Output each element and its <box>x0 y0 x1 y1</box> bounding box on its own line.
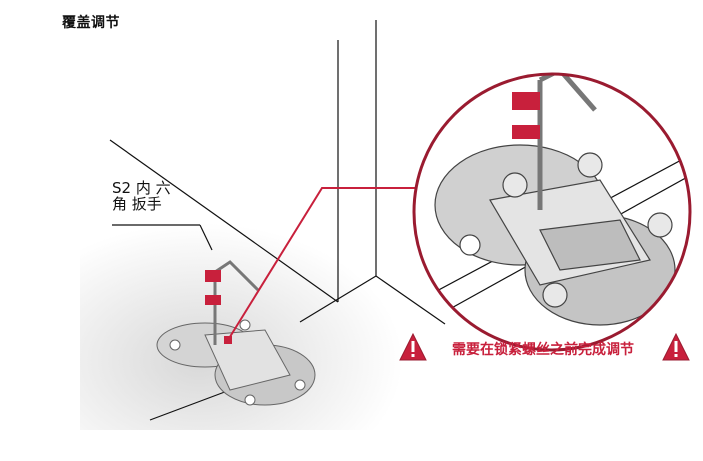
small-hinge <box>156 260 316 406</box>
rotate-arrow-icon <box>205 270 221 305</box>
warning-triangle-icon <box>399 332 427 361</box>
warning-text: 需要在锁紧螺丝之前完成调节 <box>452 342 634 358</box>
cabinet-lines <box>109 20 446 421</box>
warning-triangle-icon <box>662 332 690 361</box>
tool-label-line2: 角 扳手 <box>112 195 162 213</box>
page-title: 覆盖调节 <box>62 15 120 31</box>
tool-label-line1: S2 内 六 <box>112 179 171 197</box>
tool-label: S2 内 六 角 扳手 <box>112 180 171 212</box>
callout-leader <box>227 187 416 341</box>
detail-callout <box>412 72 692 352</box>
